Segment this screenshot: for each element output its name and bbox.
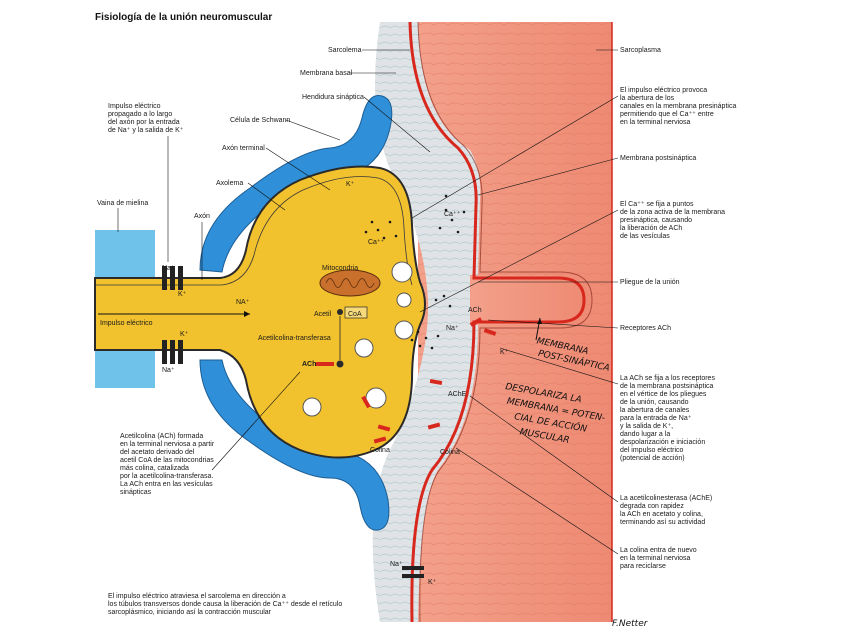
label-bottom-2: sarcoplásmico, iniciando así la contracc… xyxy=(108,609,272,616)
label-ache: AChE xyxy=(448,391,467,398)
label-ach-binds-3: de la unión, causando xyxy=(620,399,689,406)
label-na-cleft: Na⁺ xyxy=(446,325,459,332)
label-ach-binds-1: de la membrana postsináptica xyxy=(620,383,713,390)
label-impulse-propagated-0: Impulso eléctrico xyxy=(108,103,161,110)
label-ach-binds-8: despolarización e iniciación xyxy=(620,439,705,446)
label-impulse-propagated-3: de Na⁺ y la salida de K⁺ xyxy=(108,127,184,134)
label-na-bottom: Na⁺ xyxy=(162,367,175,374)
label-bottom-0: El impulso eléctrico atraviesa el sarcol… xyxy=(108,593,286,600)
label-ache-degrades-1: degrada con rapidez xyxy=(620,503,684,510)
label-ach-cleft: ACh xyxy=(468,307,482,314)
label-ach-formation-0: Acetilcolina (ACh) formada xyxy=(120,433,203,440)
label-ach-formation-6: La ACh entra en las vesículas xyxy=(120,481,213,488)
label-ach-formation-3: acetil CoA de las mitocondrias xyxy=(120,457,214,464)
label-k-top: K⁺ xyxy=(178,291,187,298)
label-k-muscle: K⁺ xyxy=(428,579,437,586)
label-impulse-opens-3: permitiendo que el Ca⁺⁺ entre xyxy=(620,111,714,118)
label-ca-binds-1: de la zona activa de la membrana xyxy=(620,209,725,216)
label-choline-left: Colina xyxy=(370,447,390,454)
label-ach-binds-9: del impulso eléctrico xyxy=(620,447,684,454)
label-ach-formation-1: en la terminal nerviosa a partir xyxy=(120,441,215,448)
label-choline-recycle-2: para reciclarse xyxy=(620,563,666,570)
myelin-sheath-top xyxy=(95,230,155,278)
label-ca-binds-3: la liberación de ACh xyxy=(620,225,682,232)
sarcolemma-membrane xyxy=(408,21,586,623)
label-coa: CoA xyxy=(348,311,362,318)
label-basal-membrane: Membrana basal xyxy=(300,70,353,77)
label-ach-binds-6: y la salida de K⁺, xyxy=(620,423,673,430)
label-ach-formation-5: por la acetilcolina-transferasa. xyxy=(120,473,213,480)
label-k-cleft: K⁺ xyxy=(500,349,509,356)
coa-box xyxy=(344,306,368,319)
label-choline-recycle-0: La colina entra de nuevo xyxy=(620,547,697,554)
label-acetylcholine-transferase: Acetilcolina-transferasa xyxy=(258,335,331,342)
label-ach-binds-5: para la entrada de Na⁺ xyxy=(620,415,692,422)
label-ach-receptors: Receptores ACh xyxy=(620,325,671,332)
label-ca-binds-0: El Ca⁺⁺ se fija a puntos xyxy=(620,201,694,208)
label-synaptic-cleft: Hendidura sináptica xyxy=(302,94,364,101)
axon-terminal xyxy=(94,165,426,459)
label-ach-binds-10: (potencial de acción) xyxy=(620,455,685,462)
artist-signature: F.Netter xyxy=(612,619,649,629)
diagram-title: Fisiología de la unión neuromuscular xyxy=(95,12,272,23)
label-choline-cleft: Colina xyxy=(440,449,460,456)
label-na-top: Na⁺ xyxy=(162,265,175,272)
ach-molecules xyxy=(364,194,466,350)
label-ca-out: Ca⁺⁺ xyxy=(444,211,461,218)
label-schwann-cell: Célula de Schwann xyxy=(230,117,290,124)
label-bottom-1: los túbulos transversos donde causa la l… xyxy=(108,601,342,608)
label-k-bottom: K⁺ xyxy=(180,331,189,338)
label-ca-binds-4: de las vesículas xyxy=(620,233,670,240)
label-ca-in: Ca⁺⁺ xyxy=(368,239,385,246)
label-impulse-propagated-2: del axón por la entrada xyxy=(108,119,180,126)
label-impulse-propagated-1: propagado a lo largo xyxy=(108,111,172,118)
label-impulse-opens-0: El impulso eléctrico provoca xyxy=(620,87,707,94)
label-ca-binds-2: presináptica, causando xyxy=(620,217,692,224)
label-myelin-sheath: Vaina de mielina xyxy=(97,200,148,207)
label-na-axon: NA⁺ xyxy=(236,299,250,306)
label-impulse: Impulso eléctrico xyxy=(100,320,153,327)
label-na-muscle: Na⁺ xyxy=(390,561,403,568)
label-ache-degrades-2: la ACh en acetato y colina, xyxy=(620,511,703,518)
label-ache-degrades-3: terminando así su actividad xyxy=(620,519,705,526)
label-ach-left: ACh xyxy=(302,361,316,368)
label-ache-degrades-0: La acetilcolinesterasa (AChE) xyxy=(620,495,712,502)
label-impulse-opens-1: la abertura de los xyxy=(620,95,675,102)
label-axolemma: Axolema xyxy=(216,180,243,187)
ach-receptor-marks xyxy=(361,317,497,444)
label-junction-fold: Pliegue de la unión xyxy=(620,279,680,286)
label-ach-binds-0: La ACh se fija a los receptores xyxy=(620,375,715,382)
ion-channel-top xyxy=(162,266,183,290)
ion-channel-muscle xyxy=(402,566,424,578)
label-choline-recycle-1: en la terminal nerviosa xyxy=(620,555,691,562)
ion-channel-bottom xyxy=(162,340,183,364)
label-ach-formation-7: sinápticas xyxy=(120,489,152,496)
mitochondrion xyxy=(319,269,381,297)
label-impulse-opens-2: canales en la membrana presináptica xyxy=(620,103,736,110)
label-sarcoplasm: Sarcoplasma xyxy=(620,47,661,54)
label-ach-formation-2: del acetato derivado del xyxy=(120,449,195,456)
label-mitochondrion: Mitocondria xyxy=(322,265,358,272)
label-k-axon: K⁺ xyxy=(346,181,355,188)
label-axon: Axón xyxy=(194,213,210,220)
label-axon-terminal: Axón terminal xyxy=(222,145,265,152)
label-ach-formation-4: más colina, catalizada xyxy=(120,465,189,472)
label-acetyl: Acetil xyxy=(314,311,332,318)
label-sarcolemma: Sarcolema xyxy=(328,47,362,54)
label-ach-binds-4: la abertura de canales xyxy=(620,407,690,414)
label-ach-binds-7: dando lugar a la xyxy=(620,431,670,438)
label-postsynaptic-membrane: Membrana postsináptica xyxy=(620,155,696,162)
label-ach-binds-2: en el vértice de los pliegues xyxy=(620,391,707,398)
label-impulse-opens-4: en la terminal nerviosa xyxy=(620,119,691,126)
